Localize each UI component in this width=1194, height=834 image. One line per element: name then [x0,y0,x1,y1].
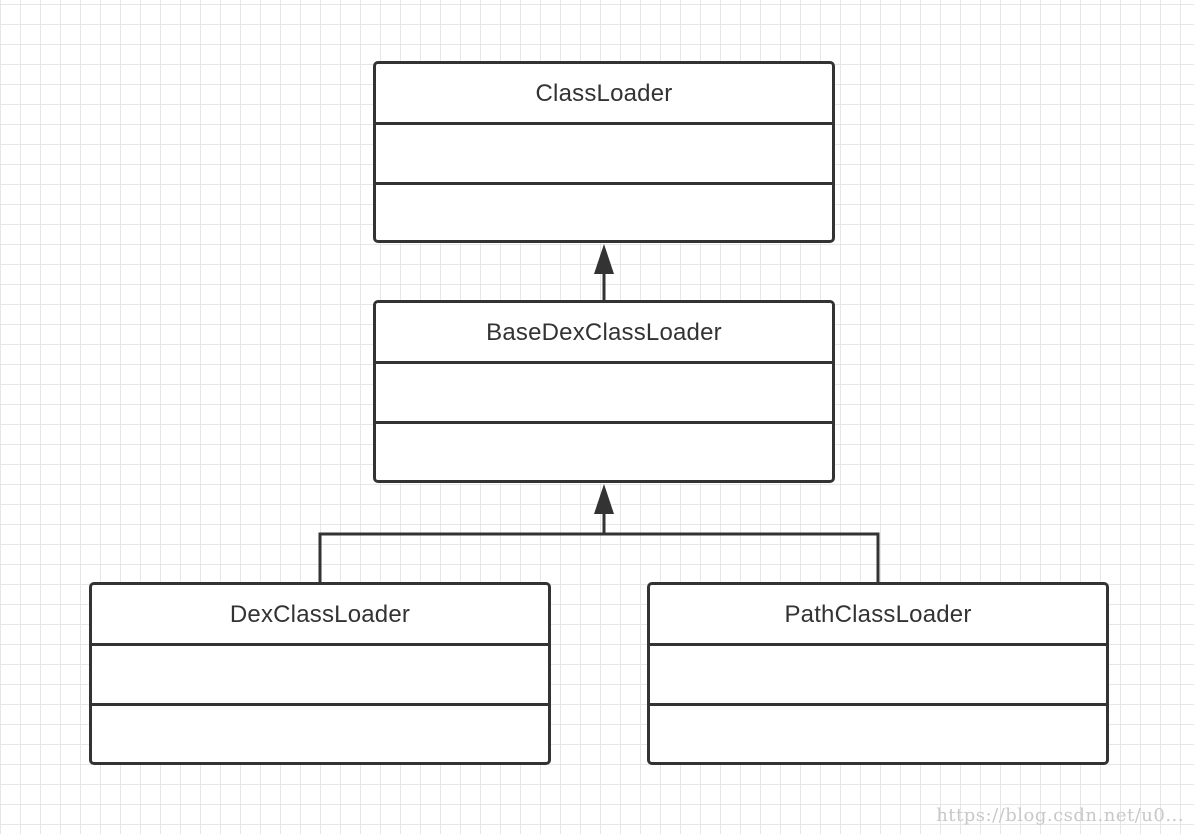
arrowhead-classloader [594,244,614,274]
class-name-pathclassloader: PathClassLoader [784,601,972,628]
edge-pathclassloader-branch [604,532,880,582]
class-box-pathclassloader: PathClassLoader [647,582,1109,765]
attributes-divider [376,361,832,364]
arrowhead-basedexclassloader [594,484,614,514]
class-box-dexclassloader: DexClassLoader [89,582,551,765]
class-name-basedexclassloader: BaseDexClassLoader [486,319,722,346]
methods-divider [650,703,1106,706]
edge-dexclassloader-branch [318,532,604,582]
attributes-divider [376,122,832,125]
class-box-basedexclassloader: BaseDexClassLoader [373,300,835,483]
methods-divider [376,421,832,424]
attributes-divider [650,643,1106,646]
class-name-classloader: ClassLoader [535,80,673,107]
class-name-dexclassloader: DexClassLoader [229,601,411,628]
class-box-classloader: ClassLoader [373,61,835,243]
methods-divider [92,703,548,706]
source-watermark: https://blog.csdn.net/u0... [936,805,1184,826]
methods-divider [376,182,832,185]
attributes-divider [92,643,548,646]
